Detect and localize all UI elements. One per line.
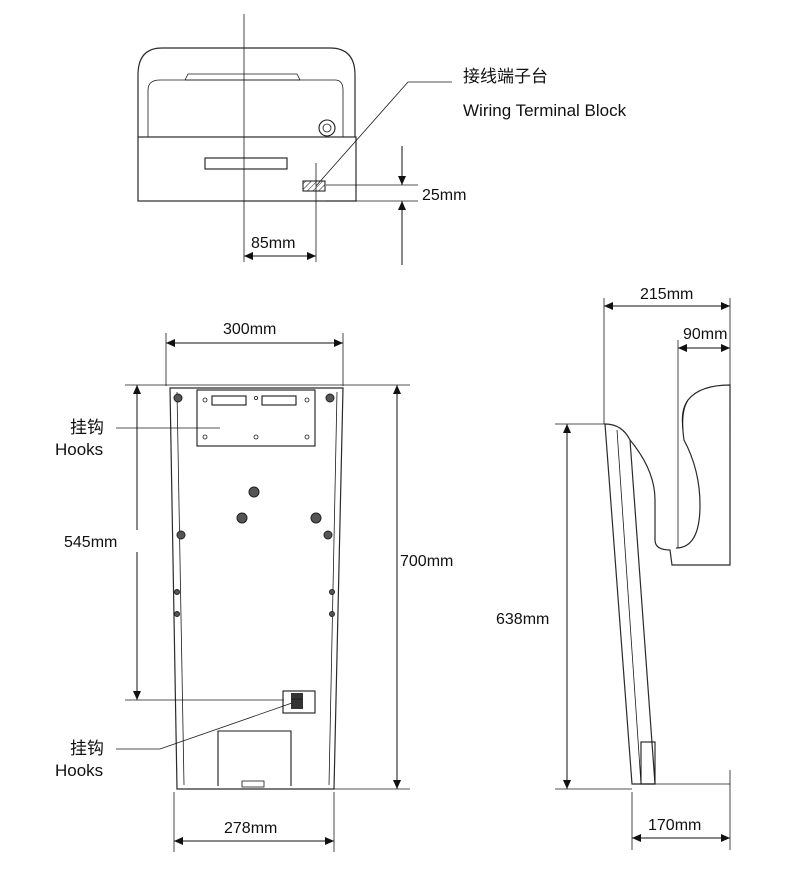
dim-278-arrow-right	[325, 837, 334, 845]
dim-170-arrow-right	[721, 834, 730, 842]
hooks-bottom-label-cn: 挂钩	[70, 739, 104, 758]
wiring-label-cn: 接线端子台	[463, 67, 548, 86]
dim-278-label: 278mm	[224, 820, 277, 837]
dim-700-arrow-bottom	[393, 780, 401, 789]
dim-170-arrow-left	[632, 834, 641, 842]
dim-85-arrow-right	[307, 252, 316, 260]
screw-hole	[174, 611, 180, 617]
plate-dot	[304, 397, 310, 403]
dim-85-arrow-left	[244, 252, 253, 260]
side-view-head-curve	[681, 399, 689, 431]
lower-hook-block	[282, 690, 316, 714]
dim-25-arrow-top	[398, 176, 406, 185]
dim-25-label: 25mm	[422, 187, 466, 204]
side-view: 215mm 90mm 638mm 170mm	[492, 286, 731, 850]
screw-hole	[174, 589, 180, 595]
side-view-head	[629, 384, 731, 566]
dim-215-label: 215mm	[640, 286, 693, 303]
front-view: 300mm 700mm 545mm 278mm 挂钩 Hooks 挂钩 Hook…	[55, 321, 453, 852]
screw-hole	[310, 512, 322, 524]
water-tank	[217, 730, 292, 786]
screw-hole	[329, 589, 335, 595]
plate-dot	[202, 397, 208, 403]
screw-hole	[325, 393, 335, 403]
knob-icon	[318, 119, 336, 137]
screw-hole	[329, 611, 335, 617]
mounting-plate	[196, 389, 316, 447]
dim-300-arrow-left	[166, 339, 175, 347]
top-view-slot	[204, 157, 288, 170]
dim-215-arrow-right	[721, 302, 730, 310]
side-view-inner-line	[616, 429, 642, 785]
screw-hole	[248, 486, 260, 498]
hooks-bottom-leader	[116, 702, 293, 750]
hooks-top-label-cn: 挂钩	[70, 418, 104, 437]
knob-inner	[322, 123, 332, 133]
top-view: 接线端子台 Wiring Terminal Block 25mm 85mm	[137, 14, 627, 265]
dim-90-label: 90mm	[683, 326, 727, 343]
dim-638-arrow-top	[563, 424, 571, 433]
plate-dot	[253, 434, 259, 440]
screw-hole	[176, 530, 186, 540]
plate-dot	[253, 395, 258, 400]
top-view-rim-lip	[184, 73, 301, 81]
front-view-body	[169, 387, 344, 790]
hooks-bottom-label-en: Hooks	[55, 761, 103, 780]
dim-545-arrow-top	[133, 385, 141, 394]
plate-slot-right	[261, 395, 297, 406]
screw-hole	[236, 512, 248, 524]
front-inner-right	[328, 391, 338, 786]
plate-dot	[202, 434, 208, 440]
wiring-leader	[315, 81, 452, 187]
dim-90-arrow-right	[721, 344, 730, 352]
dim-700-arrow-top	[393, 385, 401, 394]
dim-638-label-bg	[492, 607, 566, 629]
screw-hole	[173, 393, 183, 403]
plate-dot	[304, 434, 310, 440]
dim-300-label: 300mm	[223, 321, 276, 338]
front-inner-left	[176, 391, 185, 786]
terminal-block	[302, 180, 326, 192]
dim-545-arrow-bottom	[133, 691, 141, 700]
dim-300-arrow-right	[334, 339, 343, 347]
dim-170-label: 170mm	[648, 817, 701, 834]
dim-545-label-bg	[60, 530, 138, 552]
screw-hole	[323, 530, 333, 540]
lower-hook-detail	[291, 693, 303, 709]
dim-85-label: 85mm	[251, 235, 295, 252]
dim-25-arrow-bottom	[398, 201, 406, 210]
side-view-foot	[640, 741, 656, 785]
plate-slot-left	[211, 395, 247, 406]
dim-700-label: 700mm	[400, 553, 453, 570]
dim-215-arrow-left	[604, 302, 613, 310]
dim-638-arrow-bottom	[563, 780, 571, 789]
top-view-hood	[137, 47, 356, 137]
wiring-label-en: Wiring Terminal Block	[463, 101, 627, 120]
dim-90-arrow-left	[678, 344, 687, 352]
hooks-top-label-en: Hooks	[55, 440, 103, 459]
dim-545-label: 545mm	[64, 534, 117, 551]
side-view-backplate	[604, 423, 656, 785]
dim-278-arrow-left	[174, 837, 183, 845]
dim-638-label: 638mm	[496, 611, 549, 628]
tank-tab	[241, 780, 265, 788]
